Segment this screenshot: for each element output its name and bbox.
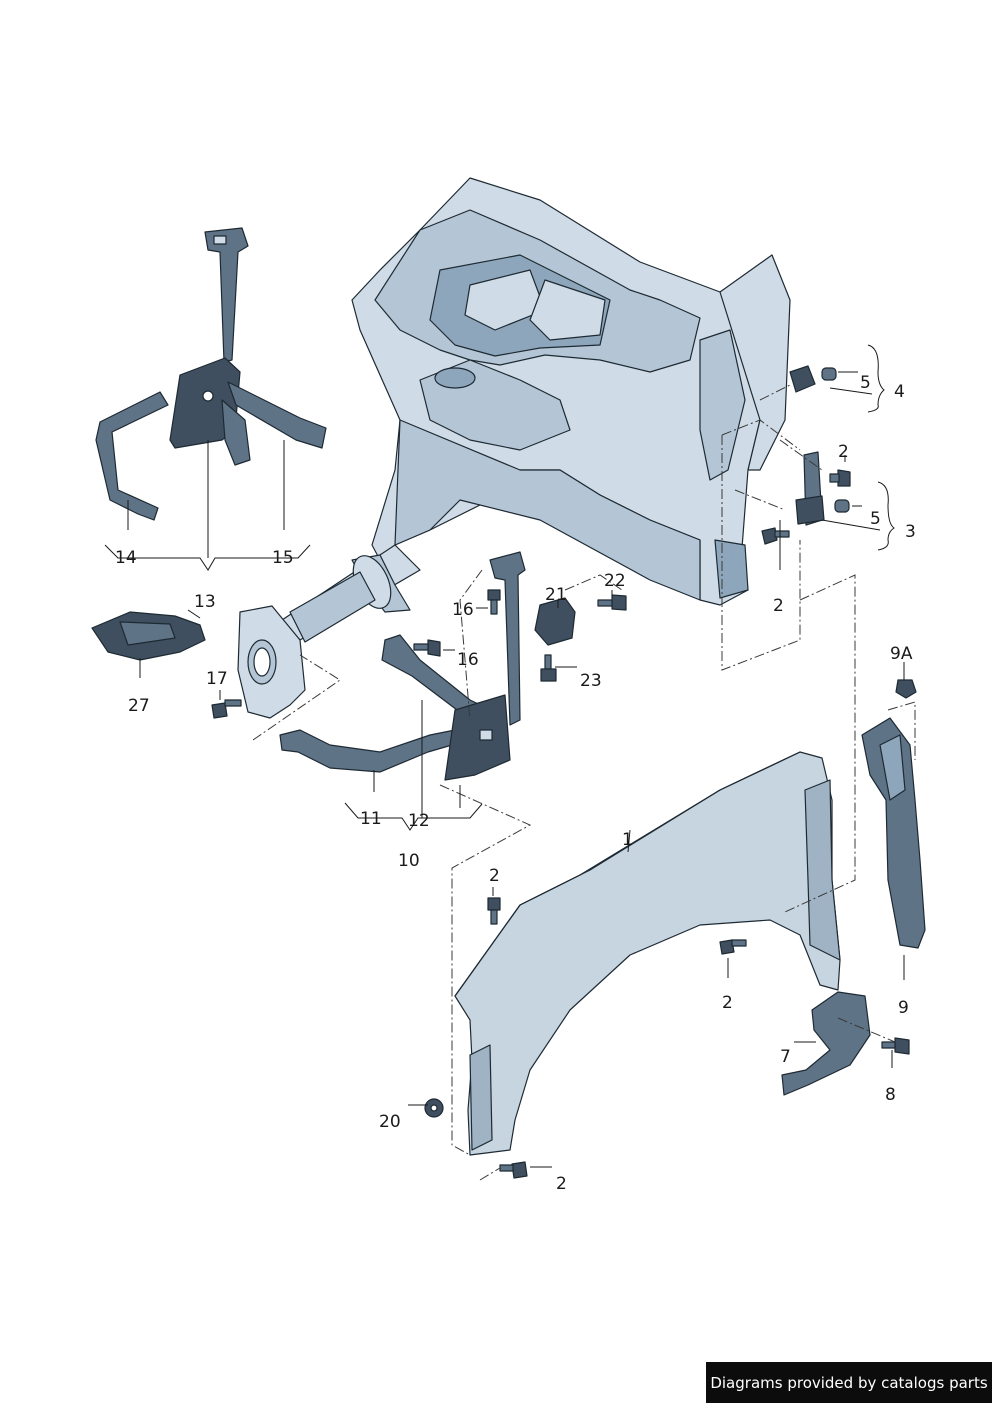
nut-icon	[534, 597, 576, 646]
callout-23: 23	[580, 671, 602, 691]
callout-2-pillar-upper: 2	[838, 442, 849, 462]
callout-7: 7	[780, 1047, 791, 1067]
assembly-lines	[252, 384, 916, 1181]
bolt-icon	[834, 499, 850, 513]
callout-3: 3	[905, 522, 916, 542]
callout-16-upper: 16	[452, 600, 474, 620]
radiator-support-upper	[95, 227, 327, 521]
bolt-icon	[719, 939, 747, 955]
nut-icon	[424, 1098, 444, 1118]
callout-11: 11	[360, 809, 382, 829]
callout-27: 27	[128, 696, 150, 716]
bolt-icon	[211, 699, 242, 719]
side-member-brackets	[279, 551, 526, 781]
callout-21: 21	[545, 585, 567, 605]
callout-16-lower: 16	[457, 650, 479, 670]
bolt-icon	[487, 589, 501, 615]
callout-2-fender-top: 2	[489, 866, 500, 886]
body-shell	[237, 177, 791, 719]
lock-carrier	[91, 611, 206, 661]
callout-1: 1	[622, 830, 633, 850]
bolt-icon	[487, 897, 501, 925]
callout-5-upper: 5	[860, 373, 871, 393]
pillar-brackets	[789, 365, 825, 526]
callout-labels: 1 2 2 2 2 2 3 4 5 5 7 8 9 9A 10 11 12 13…	[115, 373, 916, 1194]
fender-bracket-lower	[781, 991, 871, 1096]
callout-20: 20	[379, 1112, 401, 1132]
bolt-icon	[829, 469, 851, 487]
bolt-icon	[413, 639, 441, 657]
bolt-icon	[881, 1037, 910, 1055]
callout-2-fender-bottom: 2	[556, 1174, 567, 1194]
wheel-arch-liner	[861, 717, 926, 949]
callout-22: 22	[604, 571, 626, 591]
callout-17: 17	[206, 669, 228, 689]
callout-2-pillar-lower: 2	[773, 596, 784, 616]
callout-13: 13	[194, 592, 216, 612]
callout-14: 14	[115, 548, 137, 568]
callout-10: 10	[398, 851, 420, 871]
bolt-icon	[821, 367, 837, 381]
callout-5-lower: 5	[870, 509, 881, 529]
callout-8: 8	[885, 1085, 896, 1105]
fasteners	[211, 367, 917, 1179]
bolt-icon	[540, 654, 557, 682]
callout-15: 15	[272, 548, 294, 568]
clip-icon	[895, 679, 917, 699]
footer-credit: Diagrams provided by catalogs parts	[706, 1362, 992, 1403]
callout-4: 4	[894, 382, 905, 402]
callout-2-fender-arch: 2	[722, 993, 733, 1013]
callout-9a: 9A	[890, 644, 913, 664]
fender	[454, 751, 841, 1156]
leader-lines	[104, 344, 905, 1168]
callout-9: 9	[898, 998, 909, 1018]
bolt-icon	[597, 594, 627, 611]
callout-12: 12	[408, 811, 430, 831]
bolt-icon	[761, 527, 790, 545]
bolt-icon	[499, 1161, 528, 1179]
